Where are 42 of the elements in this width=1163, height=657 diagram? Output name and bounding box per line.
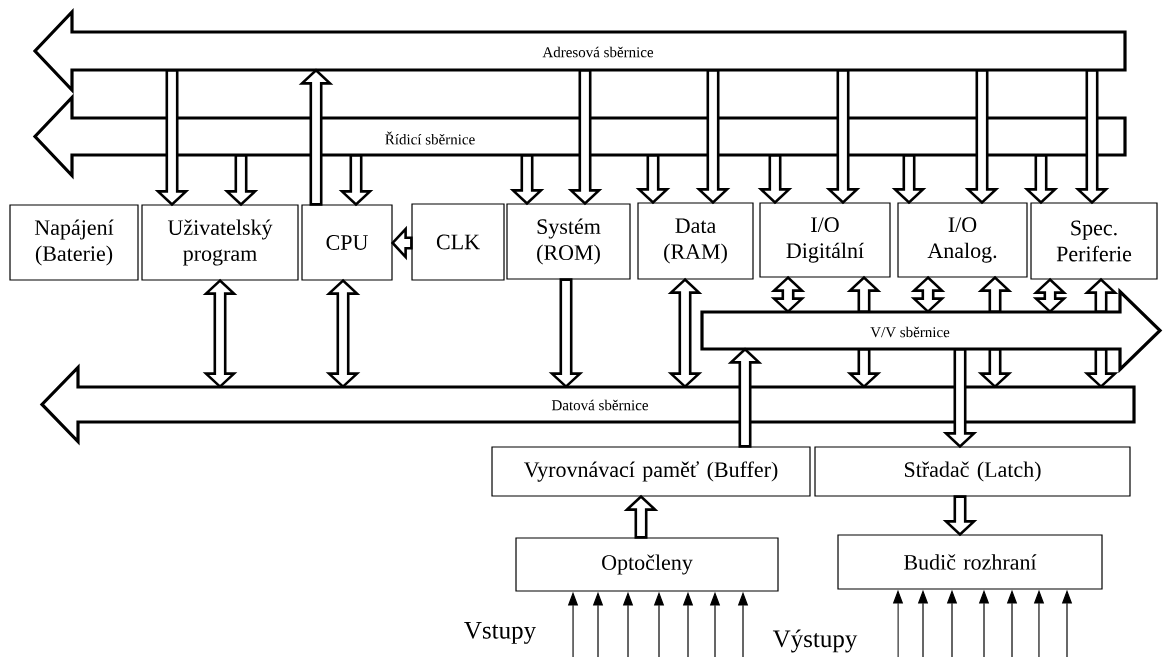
block-arrow: [154, 69, 190, 207]
block-arrow: [727, 347, 763, 448]
block-arrow: [977, 275, 1013, 313]
bus-band: Adresová sběrnice: [32, 8, 1127, 94]
block-arrow: [757, 154, 793, 205]
block-arrow: [891, 154, 927, 205]
block-box: Uživatelský program: [141, 204, 299, 281]
block-box: Data (RAM): [637, 202, 754, 280]
block-arrow: [977, 348, 1013, 389]
block-box: Budič rozhraní: [837, 534, 1103, 590]
block-box: I/O Analog.: [897, 202, 1028, 278]
block-arrow: [695, 69, 731, 205]
block-arrow: [964, 69, 1000, 205]
block-arrow: [338, 154, 374, 207]
block-box: CPU: [301, 204, 393, 281]
block-box: Systém (ROM): [506, 203, 631, 280]
block-arrow: [942, 348, 978, 449]
block-arrow: [298, 68, 334, 206]
block-box: I/O Digitální: [759, 202, 891, 278]
block-arrow: [846, 275, 882, 313]
io-label: Výstupy: [772, 629, 858, 653]
block-box: CLK: [411, 203, 505, 281]
block-arrow: [1023, 154, 1059, 205]
block-box: Napájení (Baterie): [9, 204, 139, 281]
block-arrow: [567, 69, 603, 206]
block-arrow: [942, 495, 978, 537]
block-arrow: [509, 154, 545, 206]
block-arrow: [1083, 277, 1119, 313]
block-arrow: [223, 154, 259, 207]
block-arrow: [623, 494, 659, 539]
block-arrow: [1083, 348, 1119, 389]
block-arrow: [825, 69, 861, 205]
block-arrow: [1074, 69, 1110, 205]
block-box: Optočleny: [515, 537, 779, 592]
block-arrow: [846, 348, 882, 389]
block-box: Střadač (Latch): [814, 446, 1131, 497]
block-box: Vyrovnávací paměť (Buffer): [491, 446, 811, 497]
block-arrow: [635, 154, 671, 205]
block-box: Spec. Periferie: [1030, 202, 1158, 280]
block-arrow: [548, 278, 584, 389]
io-label: Vstupy: [464, 622, 536, 644]
block-arrow: [390, 225, 413, 261]
